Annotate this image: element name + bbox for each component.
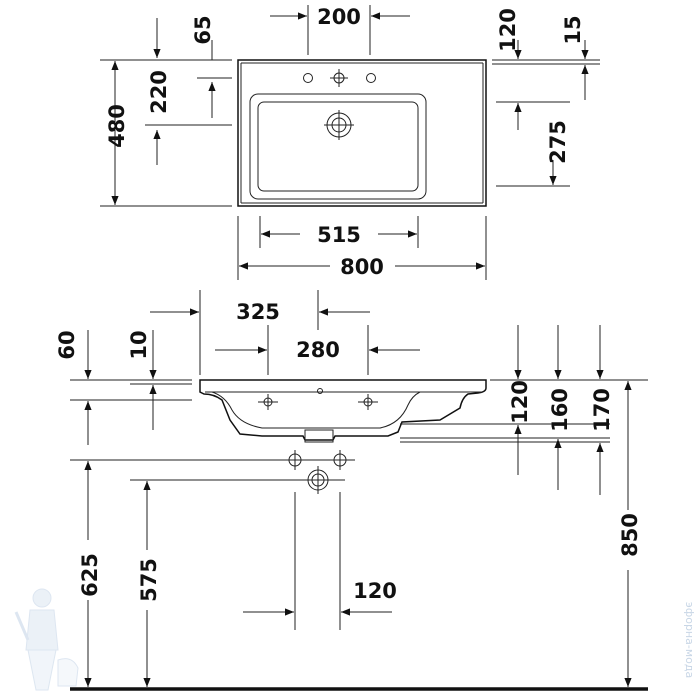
dim-10-label: 10 (127, 330, 151, 359)
dim-10: 10 (127, 330, 192, 430)
dim-120-front-label: 120 (508, 380, 532, 424)
dim-60-label: 60 (55, 330, 79, 359)
dim-850-label: 850 (618, 513, 642, 557)
dim-120-top-label: 120 (496, 8, 520, 52)
dim-325: 325 (150, 290, 370, 375)
dim-200: 200 (270, 5, 410, 55)
dim-325-label: 325 (236, 300, 280, 324)
front-view: 325 280 60 10 (55, 290, 648, 691)
dim-15: 15 (561, 15, 589, 100)
dim-15-label: 15 (561, 15, 585, 44)
dim-800: 800 (237, 216, 487, 280)
dim-220-label: 220 (147, 70, 171, 114)
dim-60: 60 (55, 330, 192, 445)
watermark-side-text: эфорна-мода (683, 602, 696, 678)
dim-65: 65 (153, 15, 232, 79)
top-view: 200 65 220 480 120 (100, 5, 600, 280)
dim-280: 280 (215, 325, 420, 375)
dim-515: 515 (259, 216, 419, 248)
dim-160-label: 160 (548, 388, 572, 432)
basin-top-outline (237, 59, 487, 207)
basin-front-profile (199, 379, 487, 443)
dim-275: 275 (496, 101, 570, 187)
wall-connections (70, 450, 355, 494)
dim-220: 220 (145, 70, 232, 165)
dim-120-top: 120 (492, 8, 600, 65)
tap-holes-top (303, 69, 376, 87)
dim-170: 170 (590, 325, 614, 495)
dim-275-label: 275 (546, 120, 570, 164)
drain-top (324, 110, 354, 140)
dim-480: 480 (100, 59, 232, 207)
dim-625: 625 (78, 461, 102, 687)
dim-120-front: 120 (508, 325, 532, 475)
dim-575: 575 (137, 481, 161, 687)
dim-120-bottom: 120 (243, 492, 397, 630)
dim-right-refs (400, 379, 648, 443)
dim-160: 160 (548, 325, 572, 490)
dim-170-label: 170 (590, 388, 614, 432)
dim-575-label: 575 (137, 558, 161, 602)
dim-65-label: 65 (191, 15, 215, 44)
dim-480-label: 480 (105, 104, 129, 148)
front-tap-marks (258, 388, 378, 410)
dim-850: 850 (618, 381, 642, 687)
dim-200-label: 200 (317, 5, 361, 29)
dim-120-bottom-label: 120 (353, 579, 397, 603)
dim-800-label: 800 (340, 255, 384, 279)
dim-515-label: 515 (317, 223, 361, 247)
plumber-watermark (14, 588, 79, 691)
dim-280-label: 280 (296, 338, 340, 362)
dim-625-label: 625 (78, 553, 102, 597)
